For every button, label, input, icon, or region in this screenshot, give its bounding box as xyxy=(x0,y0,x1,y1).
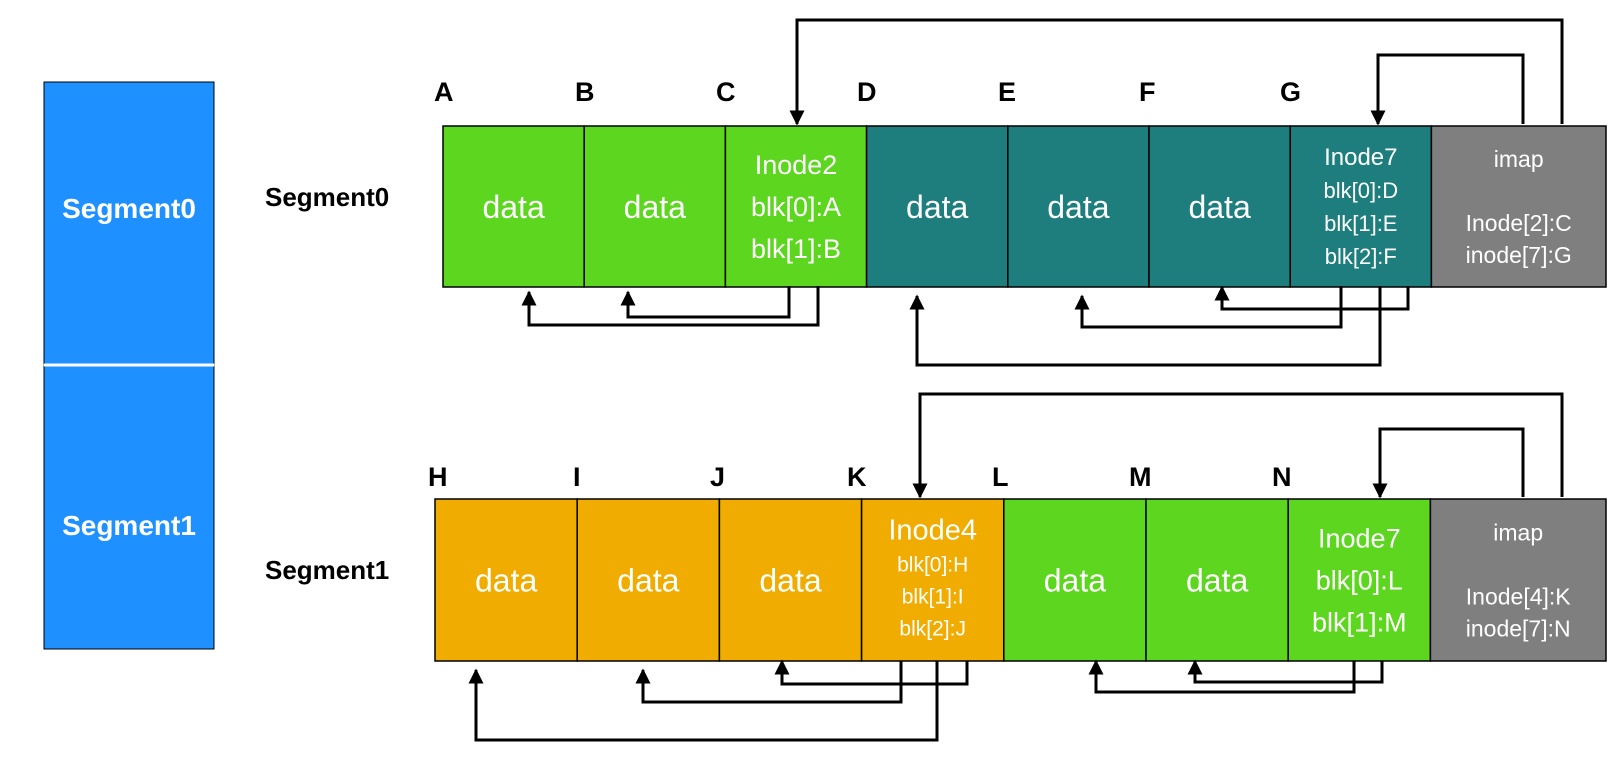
block-0-1-data xyxy=(583,125,727,288)
tall-bar-segment1 xyxy=(43,365,215,650)
block-0-7-imap xyxy=(1430,125,1607,288)
block-1-5-data xyxy=(1145,498,1289,662)
block-0-2-text-blk-0-a: blk[0]:A xyxy=(751,192,841,222)
address-letter-j: J xyxy=(710,462,725,492)
tall-segment-bar: Segment0 Segment1 xyxy=(43,81,215,650)
block-1-4-text-data: data xyxy=(1044,563,1106,599)
segment0-pointers xyxy=(521,18,1564,367)
pointer-inode7-blk0-to-d xyxy=(909,286,1382,367)
address-letter-n: N xyxy=(1272,462,1292,492)
block-0-5-text-data: data xyxy=(1188,189,1250,225)
segment1-pointers xyxy=(468,392,1564,742)
tall-bar-segment0 xyxy=(43,81,215,365)
pointer-imap-to-inode2 xyxy=(789,18,1564,126)
pointer-inode4-blk2-to-j xyxy=(774,659,969,686)
block-1-0-data xyxy=(434,498,578,662)
block-1-2-text-data: data xyxy=(759,563,821,599)
block-0-2-text-inode2: Inode2 xyxy=(755,150,838,180)
block-0-4-text-data: data xyxy=(1047,189,1109,225)
block-0-7-text-imap: imap xyxy=(1494,146,1544,172)
block-1-3-text-blk-2-j: blk[2]:J xyxy=(899,618,966,641)
block-1-3-inode xyxy=(860,498,1005,662)
block-0-0-text-data: data xyxy=(482,189,544,225)
block-0-6-inode xyxy=(1289,125,1433,288)
tall-bar-label-segment0: Segment0 xyxy=(62,193,196,224)
segment0-blocks: data data Inode2 blk[0]:A blk[1]:B data data da… xyxy=(442,125,1607,288)
address-letter-a: A xyxy=(434,77,454,107)
segment1-blocks: data data data Inode4 blk[0]:H blk[1]:I blk[2]… xyxy=(434,498,1607,662)
block-1-1-data xyxy=(576,498,721,662)
block-1-6-text-blk-1-m: blk[1]:M xyxy=(1312,608,1407,638)
block-0-7-text-inode-7-g: inode[7]:G xyxy=(1466,242,1572,268)
block-1-6-text-blk-0-l: blk[0]:L xyxy=(1316,566,1403,596)
block-1-5-text-data: data xyxy=(1186,563,1248,599)
address-letter-m: M xyxy=(1129,462,1152,492)
address-letter-b: B xyxy=(575,77,595,107)
address-letter-e: E xyxy=(998,77,1016,107)
block-0-6-text-inode7: Inode7 xyxy=(1324,144,1397,171)
pointer-inode4-blk0-to-h xyxy=(468,661,939,742)
pointer-inode4-blk1-to-i xyxy=(635,661,903,704)
block-1-3-text-blk-1-i: blk[1]:I xyxy=(902,586,964,609)
address-letters-row1: H I J K L M N xyxy=(428,462,1292,492)
address-letter-k: K xyxy=(847,462,867,492)
address-letter-d: D xyxy=(857,77,877,107)
block-1-3-text-blk-0-h: blk[0]:H xyxy=(897,554,968,577)
block-0-7-text-inode-2-c: Inode[2]:C xyxy=(1466,210,1572,236)
block-1-6-inode xyxy=(1287,498,1432,662)
pointer-inode7-blk1-to-e xyxy=(1074,286,1343,329)
block-1-2-data xyxy=(718,498,863,662)
block-0-1-text-data: data xyxy=(624,189,686,225)
pointer-inode7-seg1-blk1-to-m xyxy=(1187,659,1384,684)
block-0-6-text-blk-1-e: blk[1]:E xyxy=(1324,211,1397,236)
block-1-4-data xyxy=(1003,498,1147,662)
block-0-0-data xyxy=(442,125,585,288)
pointer-inode2-blk1-to-b xyxy=(620,286,791,319)
block-1-3-text-inode4: Inode4 xyxy=(888,515,977,547)
block-1-7-text-inode-4-k: Inode[4]:K xyxy=(1466,583,1572,609)
block-0-6-text-blk-0-d: blk[0]:D xyxy=(1324,178,1399,203)
row-label-segment0: Segment0 xyxy=(265,182,389,212)
block-0-6-text-blk-2-f: blk[2]:F xyxy=(1325,244,1397,269)
address-letter-g: G xyxy=(1280,77,1301,107)
address-letter-c: C xyxy=(716,77,736,107)
block-1-6-text-inode7: Inode7 xyxy=(1318,524,1401,554)
block-1-7-text-imap: imap xyxy=(1493,519,1543,545)
pointer-imap-to-inode7-seg1 xyxy=(1372,427,1525,499)
block-1-1-text-data: data xyxy=(617,563,679,599)
address-letter-i: I xyxy=(573,462,581,492)
pointer-imap-to-inode7 xyxy=(1370,53,1525,126)
pointer-inode7-seg1-blk0-to-l xyxy=(1088,659,1356,694)
pointer-imap-to-inode4 xyxy=(912,392,1564,499)
tall-bar-label-segment1: Segment1 xyxy=(62,510,196,541)
address-letters-row0: A B C D E F G xyxy=(434,77,1301,107)
pointer-inode7-blk2-to-f xyxy=(1214,285,1410,311)
block-1-0-text-data: data xyxy=(475,563,537,599)
block-1-7-text-inode-7-n: inode[7]:N xyxy=(1466,615,1571,641)
row-label-segment1: Segment1 xyxy=(265,555,389,585)
pointer-inode2-blk0-to-a xyxy=(521,286,820,327)
address-letter-f: F xyxy=(1139,77,1156,107)
address-letter-l: L xyxy=(992,462,1009,492)
block-0-4-data xyxy=(1007,125,1150,288)
block-1-7-imap xyxy=(1429,498,1607,662)
block-0-3-text-data: data xyxy=(906,189,968,225)
address-letter-h: H xyxy=(428,462,448,492)
block-0-2-text-blk-1-b: blk[1]:B xyxy=(751,234,841,264)
